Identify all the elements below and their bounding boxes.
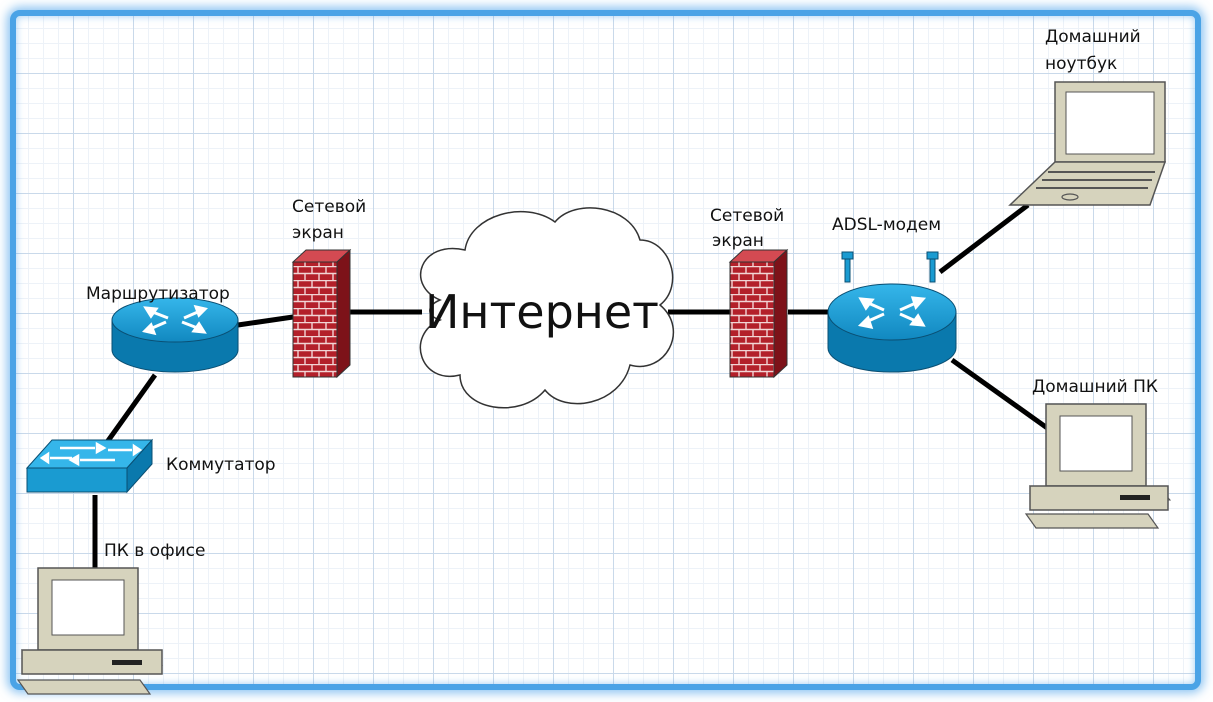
firewall-left-icon [291,248,352,379]
firewall-right-icon [728,248,789,379]
internet-cloud-icon: Интернет [419,207,675,409]
home-pc-icon [1024,403,1172,529]
office-pc-icon [16,567,164,695]
firewall-right-label-line2: экран [712,231,764,251]
adsl-modem-icon [827,251,957,373]
switch-icon [25,438,154,494]
link-router-firewall-left [237,314,294,328]
home-laptop-label-line2: ноутбук [1045,54,1117,74]
office-pc-label: ПК в офисе [104,541,205,561]
connection-lines [92,203,1052,568]
link-modem-laptop [938,203,1030,274]
router-label: Маршрутизатор [86,284,230,304]
home-laptop-icon [1008,81,1167,206]
router-icon [111,297,239,373]
switch-label: Коммутатор [166,455,276,475]
firewall-left-label-line2: экран [292,223,344,243]
internet-label: Интернет [425,285,659,339]
firewall-left-label-line1: Сетевой [292,197,366,217]
link-modem-home-pc [950,357,1052,433]
home-pc-label: Домашний ПК [1032,377,1158,397]
link-router-switch [102,373,158,447]
home-laptop-label-line1: Домашний [1045,27,1141,47]
adsl-modem-label: ADSL-модем [832,215,941,235]
firewall-right-label-line1: Сетевой [710,206,784,226]
